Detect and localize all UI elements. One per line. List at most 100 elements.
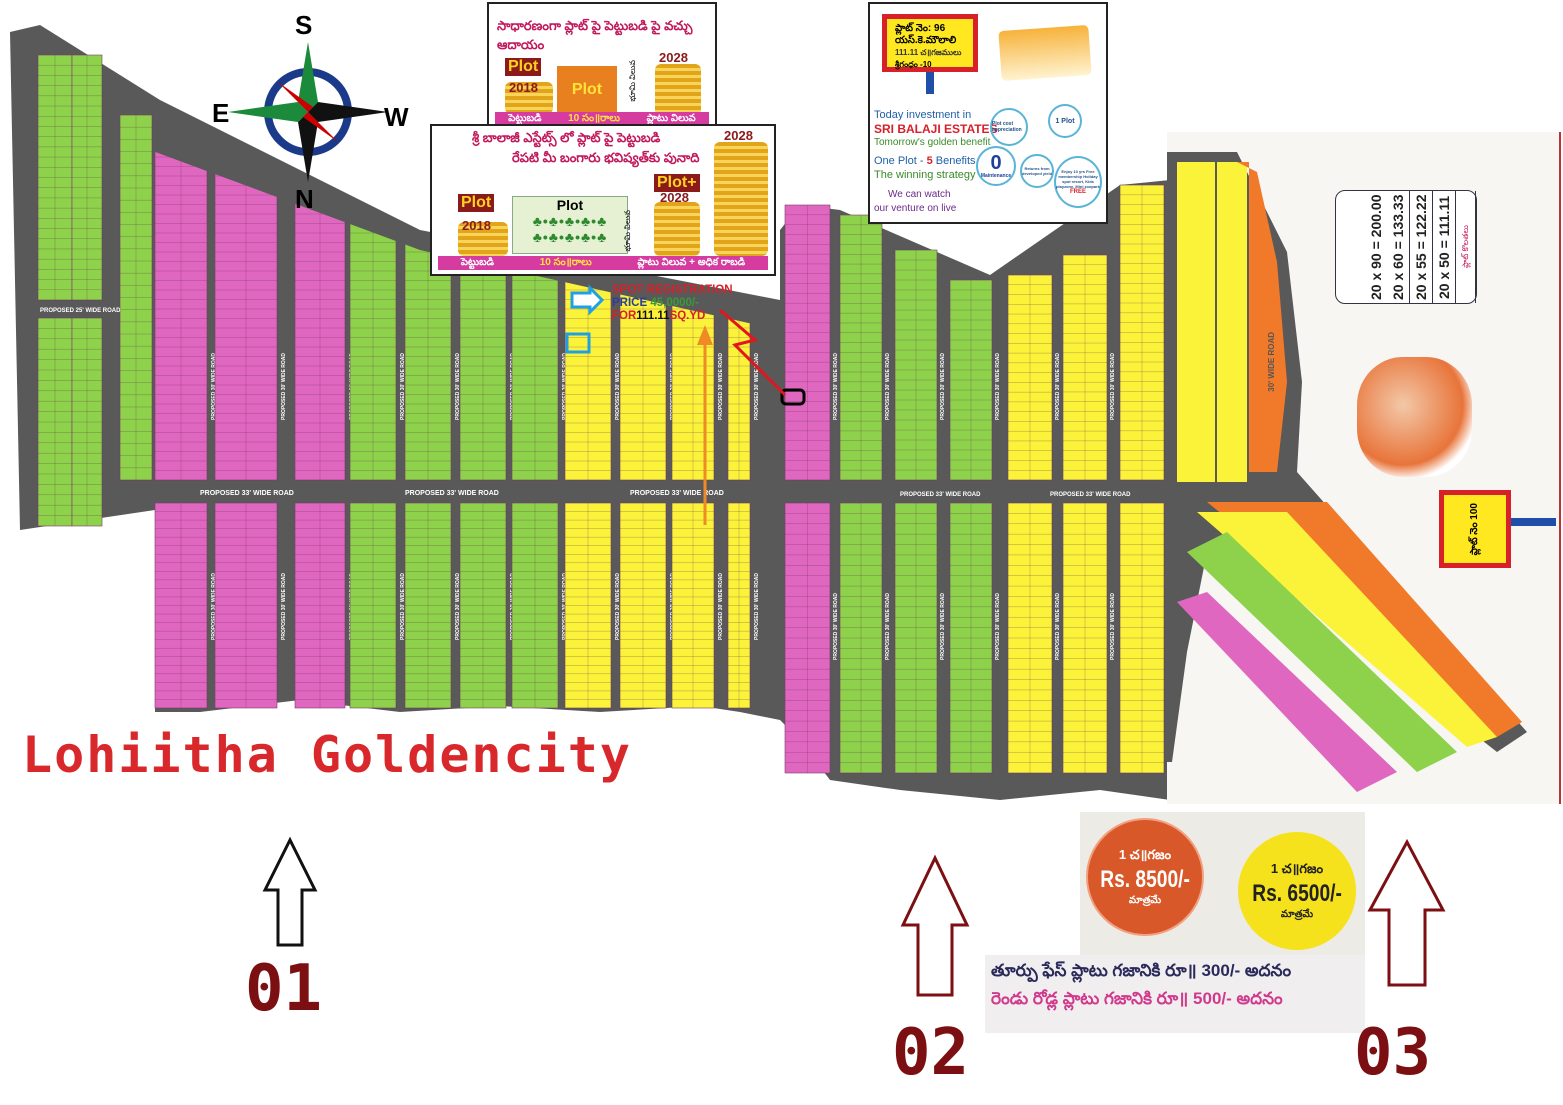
plot-grid — [350, 503, 396, 708]
plot-highlight — [780, 388, 806, 406]
size-row: 20 x 60 = 133.33 — [1387, 191, 1410, 303]
investment-ad-typical: సాధారణంగా ప్లాట్ పై పెట్టుబడి పై వచ్చు ఆ… — [487, 2, 717, 128]
road-label: PROPOSED 30' WIDE ROAD — [455, 353, 461, 420]
phase-number: 02 — [892, 1016, 970, 1090]
phase-number: 01 — [245, 952, 323, 1026]
plot-block[interactable] — [1062, 254, 1108, 481]
plot-block[interactable] — [71, 54, 103, 301]
plot-block[interactable] — [894, 502, 938, 774]
plot-block[interactable] — [294, 502, 346, 709]
plot-block[interactable] — [154, 100, 208, 481]
plot-grid — [295, 503, 345, 708]
compass-north: N — [295, 184, 314, 214]
two-roads-note: రెండు రోడ్ల ప్లాటు గజానికి రూ॥ 500/- అదన… — [991, 989, 1283, 1008]
plot-block[interactable] — [404, 502, 452, 709]
plot-highlight — [565, 332, 591, 354]
phase3-panel: ప్లాట్ నెం 100 30' WIDE ROAD — [1167, 132, 1561, 804]
road-label: PROPOSED 25' WIDE ROAD — [40, 308, 121, 314]
compass-icon — [228, 42, 388, 182]
road-label: PROPOSED 30' WIDE ROAD — [211, 573, 217, 640]
compass-west: W — [384, 102, 409, 132]
spot-heading: SPOT REGISTRATION — [612, 284, 733, 296]
ad-heading: రేపటి మీ బంగారు భవిష్యత్‌కు పునాది — [512, 150, 700, 165]
road-label: PROPOSED 33' WIDE ROAD — [900, 492, 981, 498]
plot-block[interactable] — [839, 214, 883, 481]
compass-south: S — [295, 10, 312, 40]
road-label: 30' WIDE ROAD — [1267, 332, 1276, 392]
plot-block[interactable] — [37, 317, 73, 527]
plot-grid — [155, 503, 207, 708]
year-label: 2028 — [724, 128, 753, 143]
plot-label: Plot — [505, 58, 542, 76]
compass-east: E — [212, 98, 229, 128]
plot-block[interactable] — [1119, 184, 1165, 481]
road-label: PROPOSED 30' WIDE ROAD — [1055, 353, 1061, 420]
plot-grid — [620, 503, 666, 708]
plot-grid — [950, 280, 992, 480]
plot-block[interactable] — [349, 502, 397, 709]
plot-grid — [672, 503, 714, 708]
road-label: PROPOSED 30' WIDE ROAD — [718, 573, 724, 640]
year-label: 2028 — [659, 50, 688, 65]
plot-block[interactable] — [894, 249, 938, 481]
plot-block[interactable] — [1007, 274, 1053, 481]
plot-block[interactable] — [119, 114, 153, 481]
road-label: PROPOSED 30' WIDE ROAD — [281, 353, 287, 420]
plot-block[interactable] — [949, 502, 993, 774]
road-label: PROPOSED 33' WIDE ROAD — [405, 490, 499, 497]
bubble-plot: 1 Plot — [1048, 104, 1082, 138]
family-photo — [1357, 357, 1472, 477]
road-label: PROPOSED 33' WIDE ROAD — [630, 490, 724, 497]
sign-post — [926, 72, 934, 94]
size-row: 20 x 90 = 200.00 — [1368, 194, 1384, 300]
plot-block[interactable] — [1007, 502, 1053, 774]
price-box: 1 చ॥గజంRs. 8500/-మాత్రమే 1 చ॥గజంRs. 6500… — [1080, 812, 1365, 962]
plot-block[interactable] — [839, 502, 883, 774]
coin-stack-icon — [505, 82, 553, 114]
road-label: PROPOSED 30' WIDE ROAD — [455, 573, 461, 640]
plot-grid — [215, 503, 277, 708]
size-row: 20 x 55 = 122.22 — [1410, 191, 1433, 303]
plot-block[interactable] — [71, 317, 103, 527]
road-label: PROPOSED 30' WIDE ROAD — [615, 573, 621, 640]
road-label: PROPOSED 30' WIDE ROAD — [940, 593, 946, 660]
plot-grid — [565, 503, 611, 708]
plot-block[interactable] — [1062, 502, 1108, 774]
road-label: PROPOSED 33' WIDE ROAD — [1050, 492, 1131, 498]
plot-grid — [895, 250, 937, 480]
road-label: PROPOSED 33' WIDE ROAD — [200, 490, 294, 497]
extra-charges: తూర్పు ఫేస్ ప్లాటు గజానికి రూ॥ 300/- అదన… — [985, 955, 1365, 1033]
id-card-image — [998, 24, 1092, 82]
plot-grid — [728, 503, 750, 708]
road-label: PROPOSED 30' WIDE ROAD — [754, 573, 760, 640]
ad-heading: సాధారణంగా ప్లాట్ పై పెట్టుబడి పై వచ్చు ఆ… — [497, 18, 693, 52]
plot-grid — [785, 205, 830, 480]
road-label: PROPOSED 30' WIDE ROAD — [885, 593, 891, 660]
plot-grid — [460, 503, 506, 708]
plot-grid — [840, 215, 882, 480]
lightning-marker — [719, 308, 787, 397]
bubble-enjoy: Enjoy 10 yrs Free membership Holiday spo… — [1054, 156, 1102, 208]
plot-block[interactable] — [459, 502, 507, 709]
road-label: PROPOSED 30' WIDE ROAD — [833, 353, 839, 420]
bubble-returns: Returns from developed yield — [1020, 154, 1054, 188]
plot-trees-box: Plot♣•♣•♣•♣•♣♣•♣•♣•♣•♣ — [512, 196, 628, 254]
road-label: PROPOSED 30' WIDE ROAD — [1110, 593, 1116, 660]
road-label: PROPOSED 30' WIDE ROAD — [1055, 593, 1061, 660]
plot-grid — [785, 503, 830, 773]
ad-bar: పెట్టుబడి10 సం॥రాలుప్లాటు విలువ — [495, 112, 709, 126]
plot-grid — [1120, 503, 1164, 773]
sign-post — [1511, 518, 1556, 526]
plot-grid — [1120, 185, 1164, 480]
ad-bar: పెట్టుబడి10 సం॥రాలుప్లాటు విలువ + అధిక ర… — [438, 256, 768, 270]
investment-ad-balaji: శ్రీ బాలాజీ ఎస్టేట్స్ లో ప్లాట్ పై పెట్ట… — [430, 124, 776, 276]
road-label: PROPOSED 30' WIDE ROAD — [754, 353, 760, 420]
coin-stack-icon — [458, 222, 508, 256]
plot-grid — [1063, 503, 1107, 773]
plot-label: Plot — [458, 194, 495, 212]
road-label: PROPOSED 30' WIDE ROAD — [281, 573, 287, 640]
plot-grid — [295, 110, 345, 480]
phase-number: 03 — [1354, 1016, 1432, 1090]
phase-arrow-icon — [262, 836, 318, 947]
road-label: PROPOSED 30' WIDE ROAD — [995, 593, 1001, 660]
